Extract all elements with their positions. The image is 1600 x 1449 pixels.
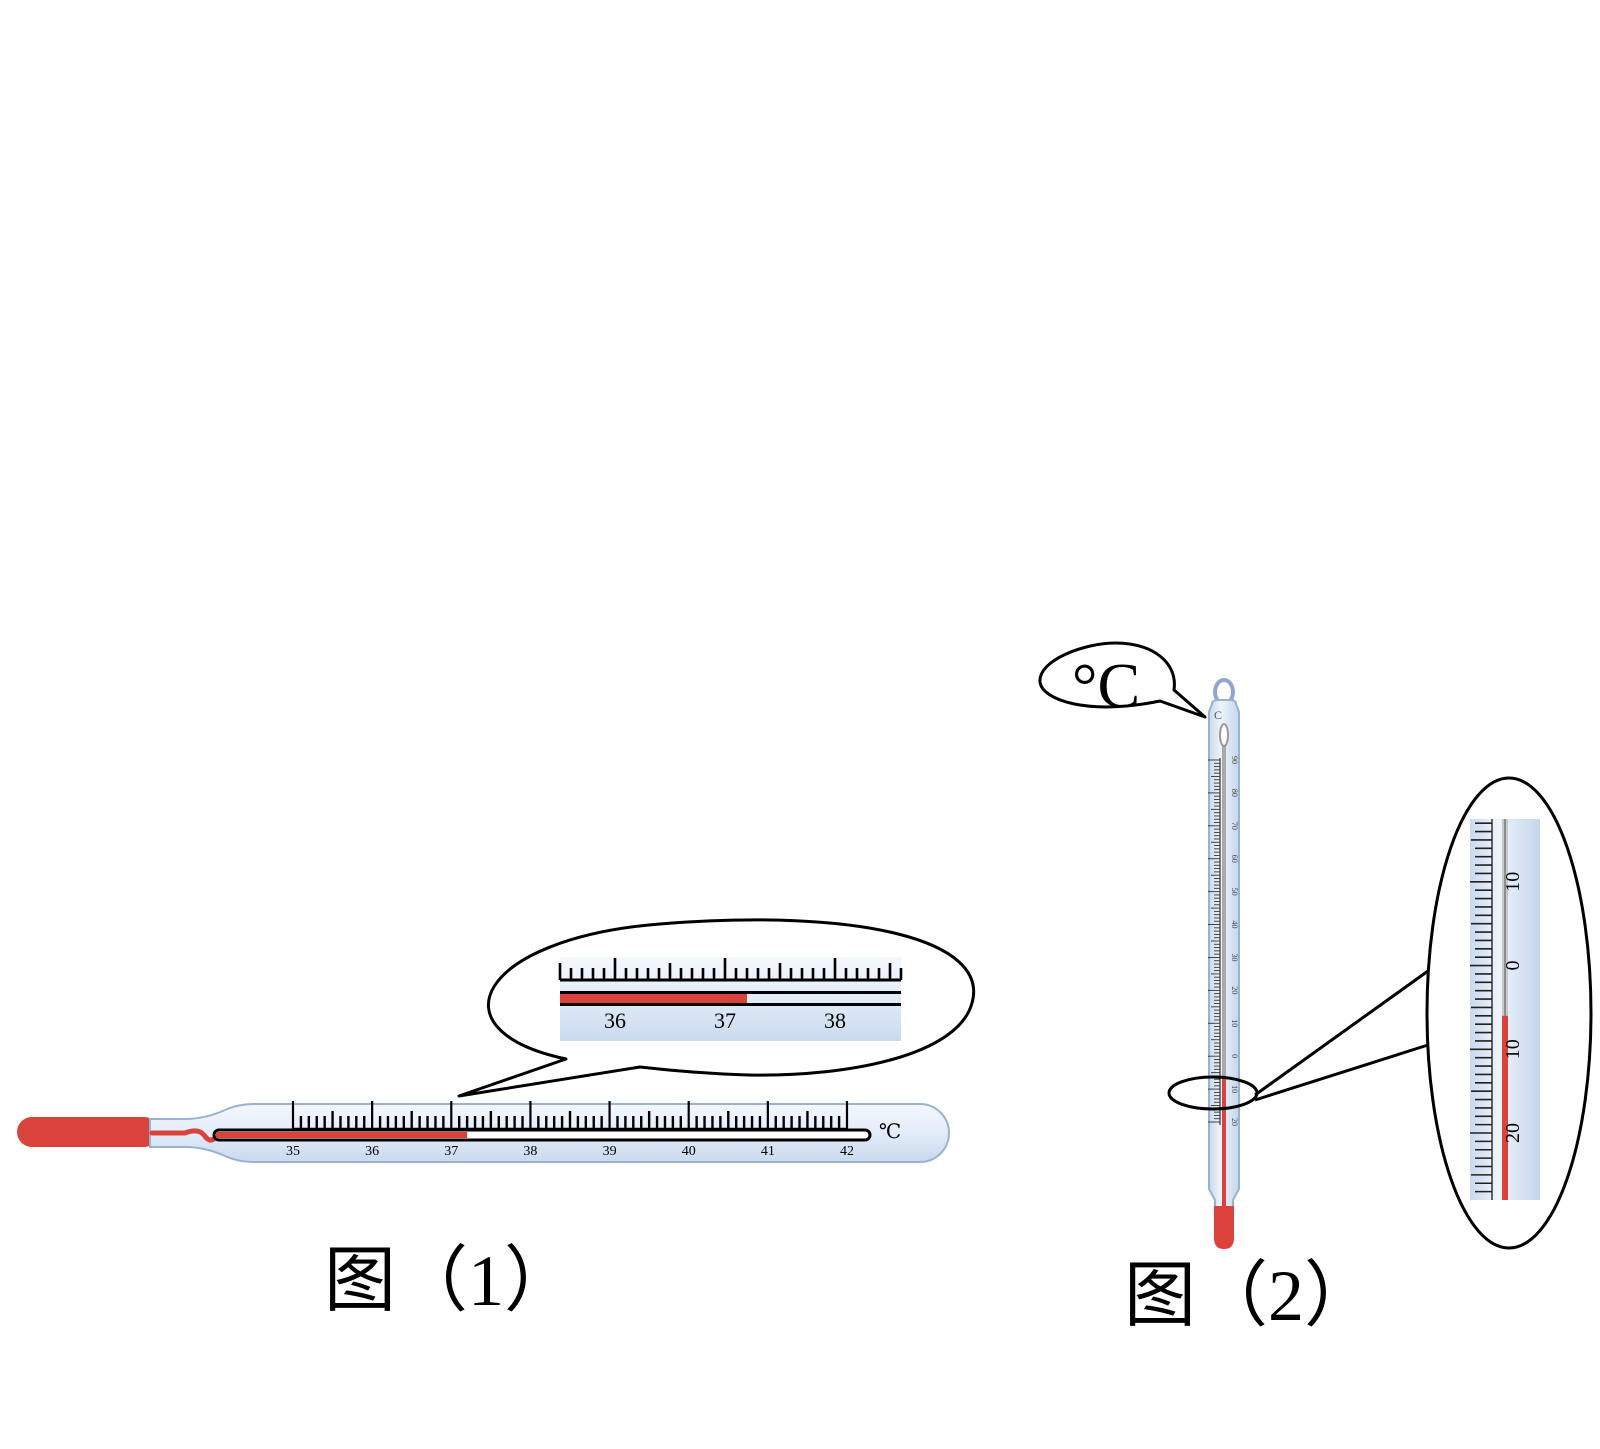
top-unit-label: C bbox=[1214, 708, 1222, 722]
zoom-capillary-core bbox=[1504, 819, 1506, 1200]
zoom-scale-tick-label: 37 bbox=[714, 1008, 736, 1033]
figure-2-caption: 图（2） bbox=[1124, 1256, 1376, 1336]
scale-tick-label: 37 bbox=[444, 1144, 458, 1159]
zoom-mercury-column bbox=[560, 994, 747, 1003]
unit-callout-bubble bbox=[1038, 641, 1207, 719]
scale-tick-label: 50 bbox=[1230, 888, 1239, 896]
scale-tick-label: 41 bbox=[761, 1144, 775, 1159]
scale-tick-label: 42 bbox=[840, 1144, 854, 1159]
scale-tick-label: 40 bbox=[1230, 921, 1239, 929]
zoom-liquid-column bbox=[1502, 1015, 1508, 1200]
scale-tick-label: 10 bbox=[1230, 1085, 1239, 1093]
scale-tick-label: 39 bbox=[603, 1144, 617, 1159]
scale-tick-label: 90 bbox=[1230, 756, 1239, 764]
scale-tick-label: 36 bbox=[365, 1144, 379, 1159]
scale-tick-label: 70 bbox=[1230, 822, 1239, 830]
zoom-connector-top bbox=[1254, 969, 1429, 1097]
scale-labels: 90 80 70 60 50 40 30 20 10 0 10 20 bbox=[1230, 756, 1239, 1126]
scale-tick-label: 0 bbox=[1230, 1054, 1239, 1058]
scale-tick-label: 38 bbox=[523, 1144, 537, 1159]
unit-label: ℃ bbox=[879, 1121, 901, 1143]
scale-tick-label: 20 bbox=[1230, 986, 1239, 994]
zoom-scale-ticks bbox=[558, 958, 903, 980]
scale-tick-label: 30 bbox=[1230, 953, 1239, 961]
zoom-scale-tick-label: 10 bbox=[1502, 872, 1524, 892]
scale-tick-label: 35 bbox=[286, 1144, 300, 1159]
zoom-scale-tick-label: 36 bbox=[604, 1008, 626, 1033]
capillary-constriction bbox=[149, 1128, 219, 1143]
mercury-column bbox=[216, 1132, 468, 1138]
zoom-scale-ticks bbox=[1470, 822, 1492, 1193]
zoom-scale-tick-label: 20 bbox=[1502, 1123, 1524, 1143]
unit-label: °C bbox=[1072, 650, 1140, 721]
thermometer-bulb bbox=[17, 1117, 159, 1147]
scale-tick-label: 20 bbox=[1230, 1118, 1239, 1126]
zoom-capillary-top bbox=[560, 991, 901, 994]
figure-1-caption: 图（1） bbox=[324, 1241, 576, 1321]
zoom-capillary-bottom bbox=[560, 1003, 901, 1006]
zoom-scale-labels: 10 0 10 20 bbox=[1502, 872, 1524, 1143]
scale-ticks bbox=[1208, 759, 1220, 1123]
zoom-scale-tick-label: 0 bbox=[1502, 961, 1524, 971]
scale-tick-label: 10 bbox=[1230, 1019, 1239, 1027]
scale-labels: 35 36 37 38 39 40 41 42 bbox=[286, 1144, 854, 1159]
capillary-tube bbox=[1222, 728, 1226, 1216]
zoom-scale-tick-label: 10 bbox=[1502, 1039, 1524, 1059]
thermometer-bulb bbox=[1214, 1206, 1234, 1249]
scale-ticks bbox=[291, 1101, 849, 1129]
capillary-top-chamber bbox=[1219, 723, 1229, 747]
clinical-thermometer: 35 36 37 38 39 40 41 42 ℃ 36 37 38 图（1） bbox=[17, 918, 976, 1321]
zoom-scale-tick-label: 38 bbox=[824, 1008, 846, 1033]
zoom-connector-bottom bbox=[1254, 1043, 1429, 1102]
scale-tick-label: 80 bbox=[1230, 789, 1239, 797]
scale-tick-label: 40 bbox=[682, 1144, 696, 1159]
lab-thermometer: C 90 80 70 60 50 40 30 20 10 0 10 20 °C 10 0 10 20 图（2… bbox=[1038, 641, 1593, 1336]
zoom-scale-labels: 36 37 38 bbox=[604, 1008, 846, 1033]
scale-tick-label: 60 bbox=[1230, 855, 1239, 863]
liquid-column bbox=[1222, 1075, 1226, 1216]
